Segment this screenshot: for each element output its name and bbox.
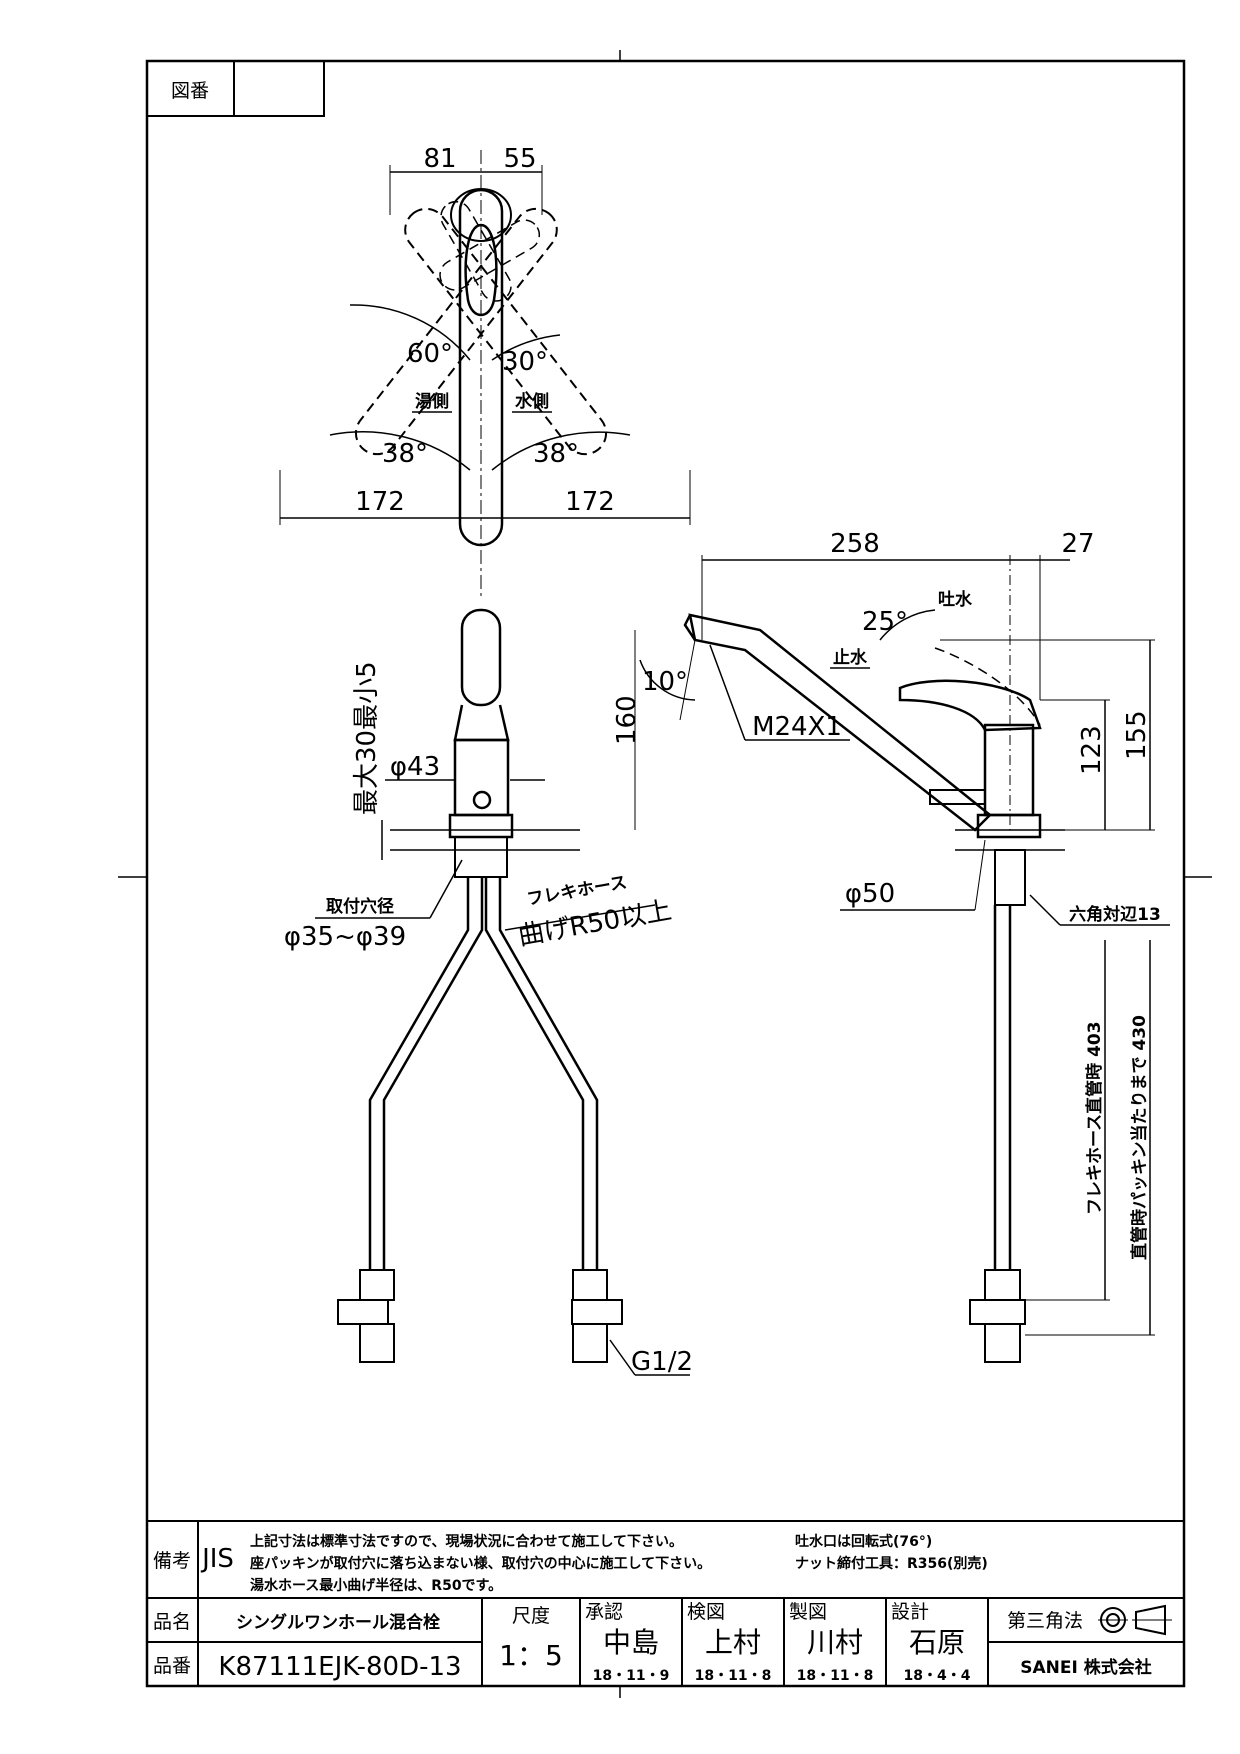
design-label: 設計 (891, 1601, 929, 1623)
approve-name: 中島 (603, 1626, 659, 1659)
angle-hot-inner: 38° (382, 439, 428, 469)
side-view: 258 27 吐水 25° 止水 10° M24X1 160 123 155 φ… (612, 529, 1170, 1363)
label-outflow: 吐水 (938, 589, 973, 610)
mount-hole-label: 取付穴径 (326, 896, 394, 917)
check-label: 検図 (687, 1601, 725, 1623)
notes-block: 備考 JIS 上記寸法は標準寸法ですので、現場状況に合わせて施工して下さい。 座… (147, 1520, 1184, 1598)
note-line-1: 上記寸法は標準寸法ですので、現場状況に合わせて施工して下さい。 (250, 1533, 683, 1550)
drawing-number-box: 図番 (146, 60, 325, 117)
check-name: 上村 (705, 1626, 761, 1659)
dim-height-body: 123 (1077, 725, 1107, 775)
product-name: シングルワンホール混合栓 (236, 1612, 440, 1633)
note-side-2: ナット締付工具：R356(別売) (795, 1555, 988, 1572)
design-name: 石原 (909, 1626, 965, 1659)
note-line-2: 座パッキンが取付穴に落ち込まない様、取付穴の中心に施工して下さい。 (250, 1555, 711, 1572)
draw-name: 川村 (807, 1626, 863, 1659)
label-hot: 湯側 (415, 391, 449, 412)
scale-label: 尺度 (512, 1605, 550, 1627)
hose-length-label: フレキホース直管時 403 (1084, 1021, 1105, 1215)
front-base-dia: φ43 (390, 752, 440, 782)
drawing-number-label: 図番 (171, 80, 209, 102)
label-cold: 水側 (515, 391, 549, 412)
draw-label: 製図 (789, 1601, 827, 1623)
product-name-label: 品名 (153, 1611, 191, 1633)
scale-value: 1：5 (499, 1639, 563, 1672)
note-line-3: 湯水ホース最小曲げ半径は、R50です。 (250, 1577, 502, 1594)
dim-offset: 27 (1061, 529, 1094, 559)
angle-cold-outer: 30° (502, 347, 548, 377)
angle-cold-inner: 38° (533, 439, 579, 469)
hex-label: 六角対辺13 (1069, 904, 1161, 925)
total-length-label: 直管時パッキン当たりまで 430 (1129, 1015, 1150, 1260)
dim-right-span: 172 (565, 487, 615, 517)
third-angle-projection-icon (1098, 1604, 1172, 1636)
draw-date: 18・11・8 (797, 1668, 874, 1684)
sheet-frame (118, 50, 1212, 1698)
check-date: 18・11・8 (695, 1668, 772, 1684)
company-name: SANEI 株式会社 (1020, 1657, 1151, 1678)
notes-standard: JIS (200, 1544, 234, 1574)
top-view: 81 55 60° 30° 湯側 水側 38° 38° 172 172 (279, 144, 691, 600)
title-block: 品名 シングルワンホール混合栓 品番 K87111EJK-80D-13 尺度 1… (147, 1597, 1184, 1686)
thread-spout: M24X1 (752, 712, 842, 742)
note-side-1: 吐水口は回転式(76°) (795, 1533, 932, 1550)
projection-label: 第三角法 (1007, 1610, 1083, 1632)
angle-lever: 25° (862, 607, 908, 637)
notes-label: 備考 (153, 1550, 191, 1572)
angle-hot-outer: 60° (407, 339, 453, 369)
front-view: φ43 最大30最小5 取付穴径 φ35~φ39 フレキホース 曲げR50以上 … (284, 608, 693, 1377)
approve-label: 承認 (585, 1601, 623, 1623)
product-no-label: 品番 (153, 1655, 191, 1677)
dim-left-span: 172 (355, 487, 405, 517)
approve-date: 18・11・9 (593, 1668, 670, 1684)
dim-height-lever: 155 (1122, 710, 1152, 760)
label-stop: 止水 (833, 647, 868, 668)
angle-spout: 10° (642, 667, 688, 697)
mount-hole-value: φ35~φ39 (284, 922, 406, 952)
dim-spout-length: 258 (830, 529, 880, 559)
dim-right-width: 55 (503, 144, 536, 174)
dim-left-width: 81 (423, 144, 456, 174)
thread-label: G1/2 (631, 1347, 693, 1377)
dim-height-spout: 160 (612, 695, 642, 745)
product-no: K87111EJK-80D-13 (218, 1652, 461, 1682)
dim-adjust: 最大30最小5 (352, 661, 382, 815)
design-date: 18・4・4 (904, 1668, 971, 1684)
side-base-dia: φ50 (845, 879, 895, 909)
